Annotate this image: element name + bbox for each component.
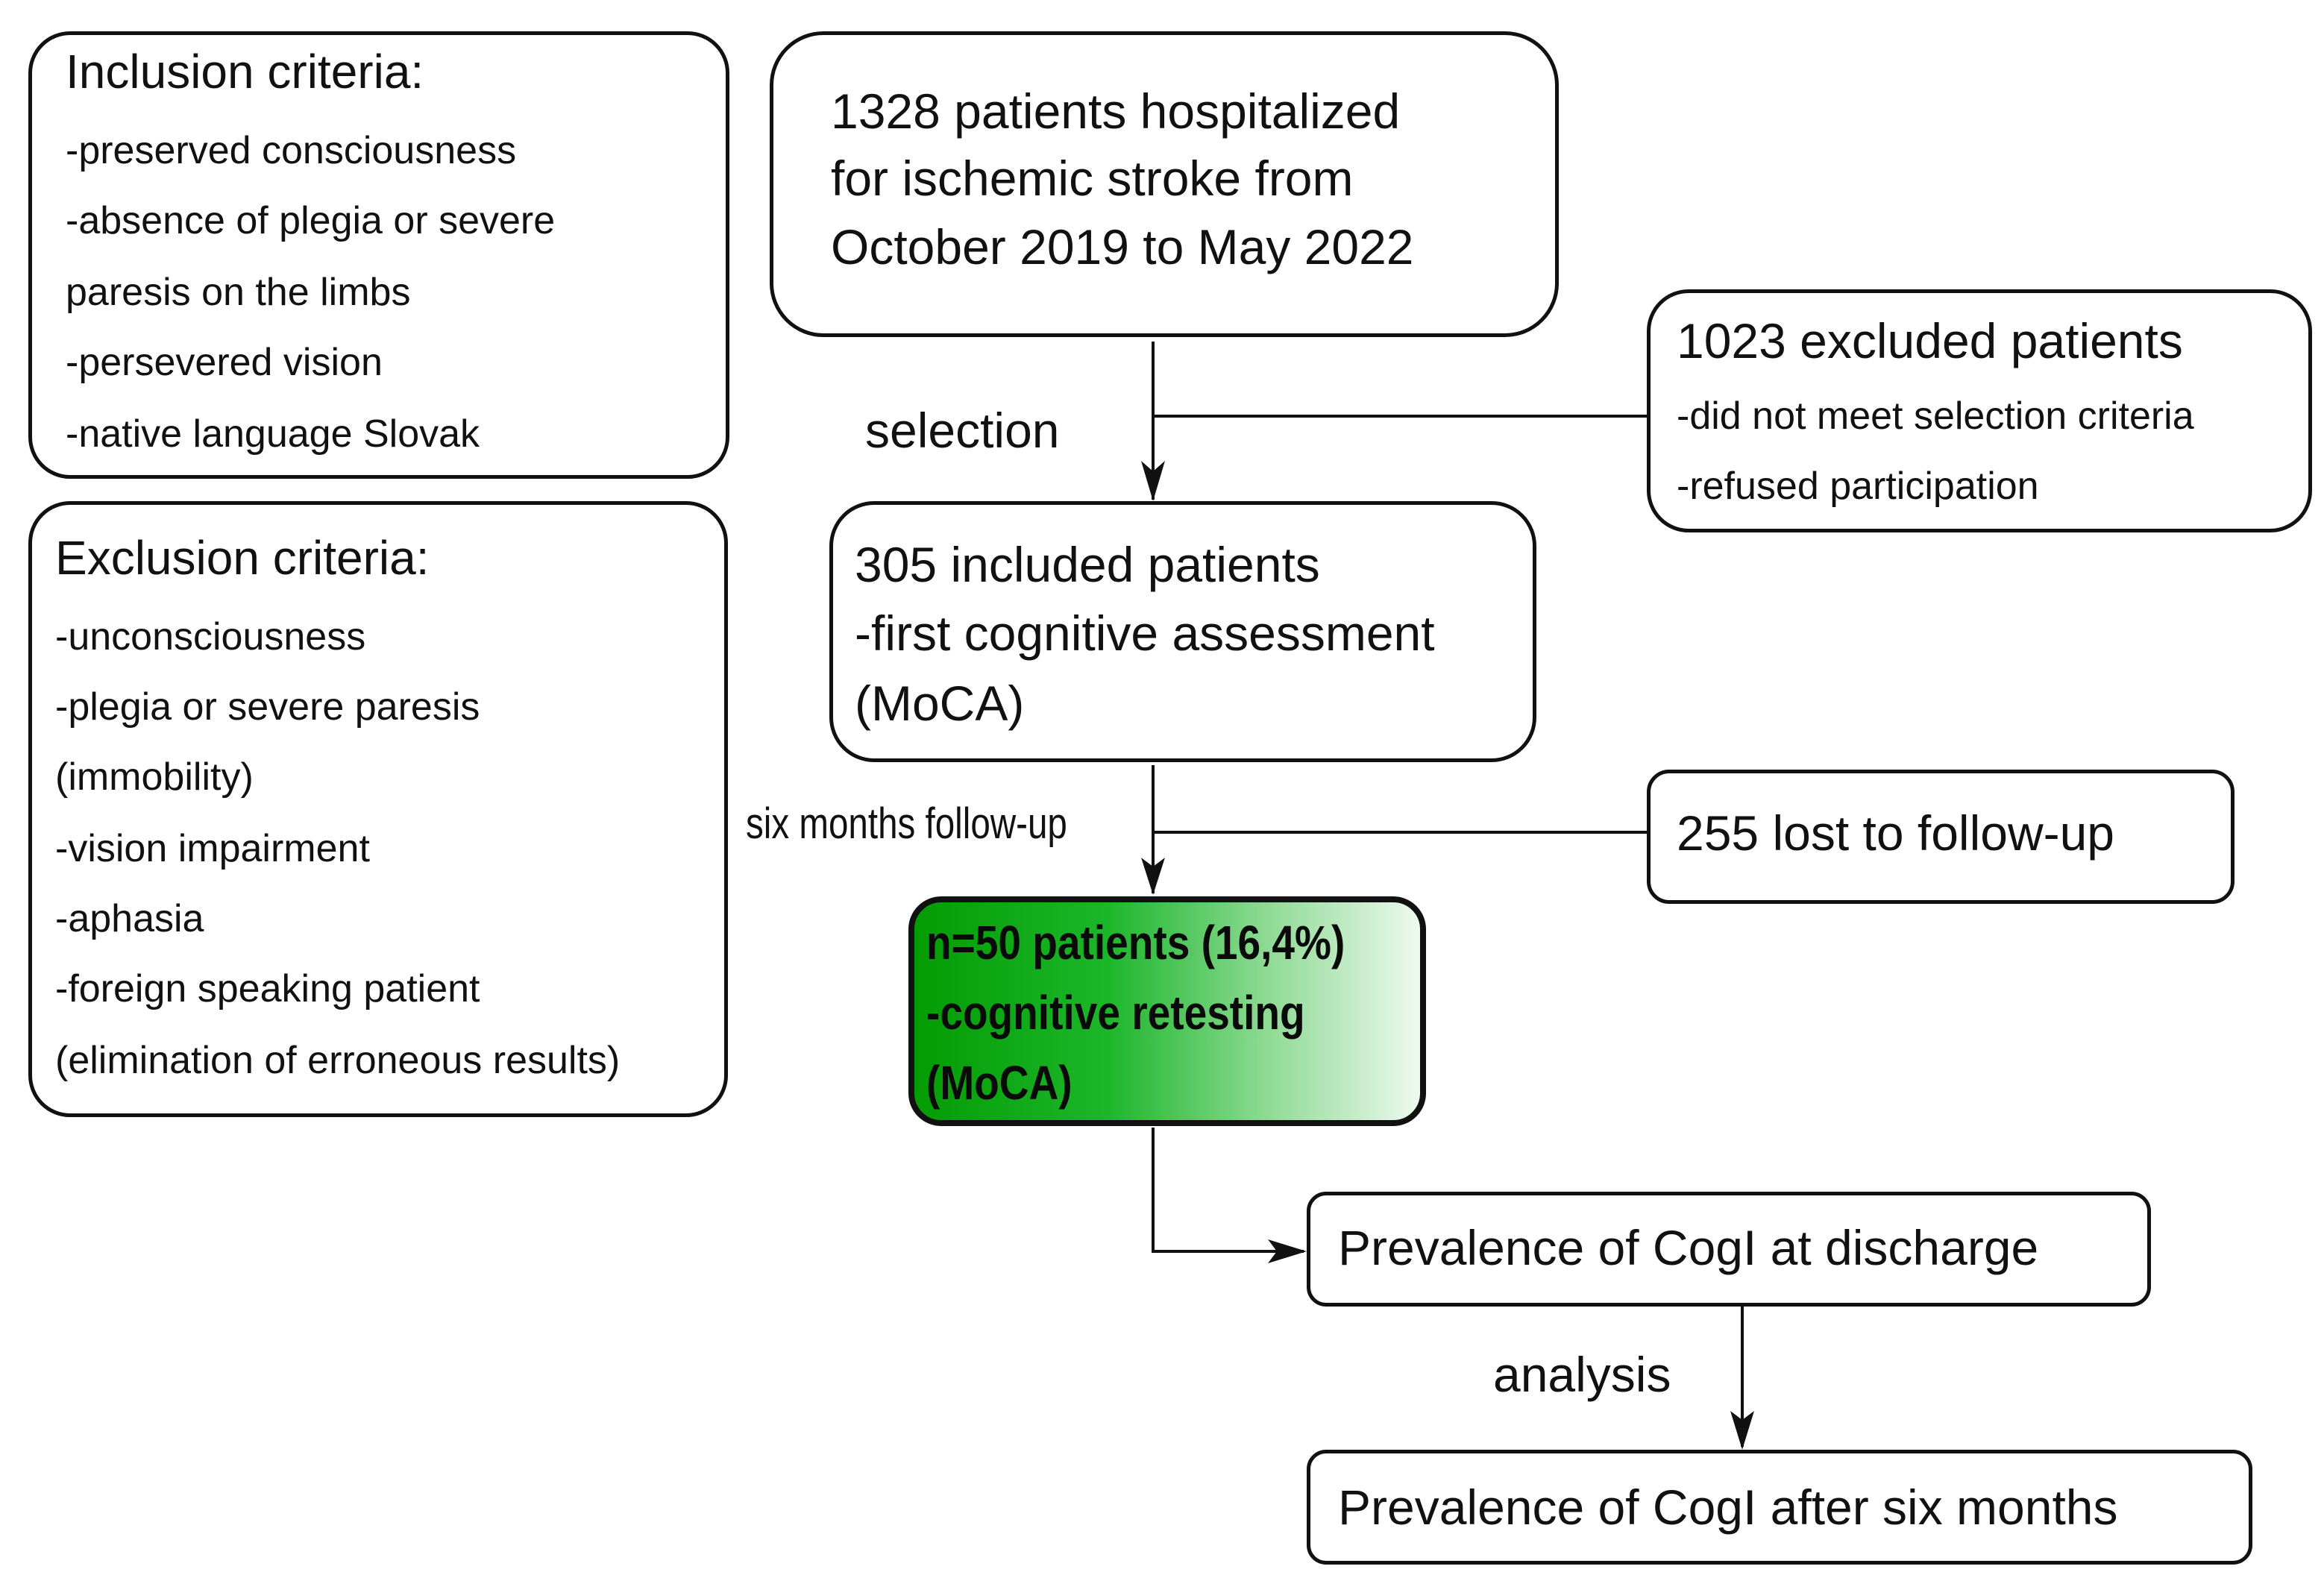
excluded-reason: -refused participation [1677,465,2039,508]
arrowhead-sixmonths [1730,1411,1754,1450]
analysis-label: analysis [1493,1347,1671,1402]
inclusion-item: paresis on the limbs [66,271,411,314]
hospitalized-line: 1328 patients hospitalized [831,84,1401,139]
exclusion-item: (immobility) [55,755,254,799]
inclusion-item: -persevered vision [66,341,383,384]
excluded-patients-title: 1023 excluded patients [1677,313,2183,368]
retesting-line: n=50 patients (16,4%) [926,916,1345,969]
lost-to-followup-box [1647,770,2235,904]
inclusion-item: -preserved consciousness [66,129,517,172]
lost-to-followup-text: 255 lost to follow-up [1677,805,2115,861]
exclusion-criteria-title: Exclusion criteria: [55,531,430,585]
excluded-reason: -did not meet selection criteria [1677,394,2194,438]
retesting-line: (MoCA) [926,1056,1073,1110]
included-line: (MoCA) [855,676,1025,731]
included-patients-box [829,501,1536,762]
retesting-line: -cognitive retesting [926,986,1305,1040]
inclusion-criteria-title: Inclusion criteria: [66,45,424,98]
arrowhead-retest [1141,858,1165,895]
hospitalized-patients-box [770,31,1559,337]
exclusion-item: -plegia or severe paresis [55,685,480,729]
exclusion-item: -vision impairment [55,827,370,870]
exclusion-criteria-box [28,501,728,1117]
hospitalized-line: October 2019 to May 2022 [831,219,1414,274]
selection-label: selection [865,403,1060,458]
prevalence-discharge-text: Prevalence of CogI at discharge [1338,1220,2039,1275]
exclusion-item: -foreign speaking patient [55,967,480,1010]
included-line: -first cognitive assessment [855,606,1435,661]
inclusion-item: -native language Slovak [66,412,480,456]
cognitive-retesting-box [908,896,1426,1126]
exclusion-item: (elimination of erroneous results) [55,1039,621,1082]
prevalence-six-months-text: Prevalence of CogI after six months [1338,1480,2118,1535]
inclusion-item: -absence of plegia or severe [66,199,556,242]
arrowhead-included [1141,461,1165,501]
exclusion-item: -unconsciousness [55,615,366,658]
exclusion-item: -aphasia [55,897,204,940]
arrow-retest-to-discharge [1152,1128,1304,1253]
hospitalized-line: for ischemic stroke from [831,151,1354,206]
prevalence-six-months-box [1307,1450,2252,1565]
inclusion-criteria-box [28,31,729,479]
prevalence-discharge-box [1307,1192,2151,1307]
excluded-patients-box [1647,289,2312,532]
followup-label: six months follow-up [746,799,1067,848]
included-line: 305 included patients [855,537,1320,592]
arrowhead-discharge [1268,1239,1307,1263]
